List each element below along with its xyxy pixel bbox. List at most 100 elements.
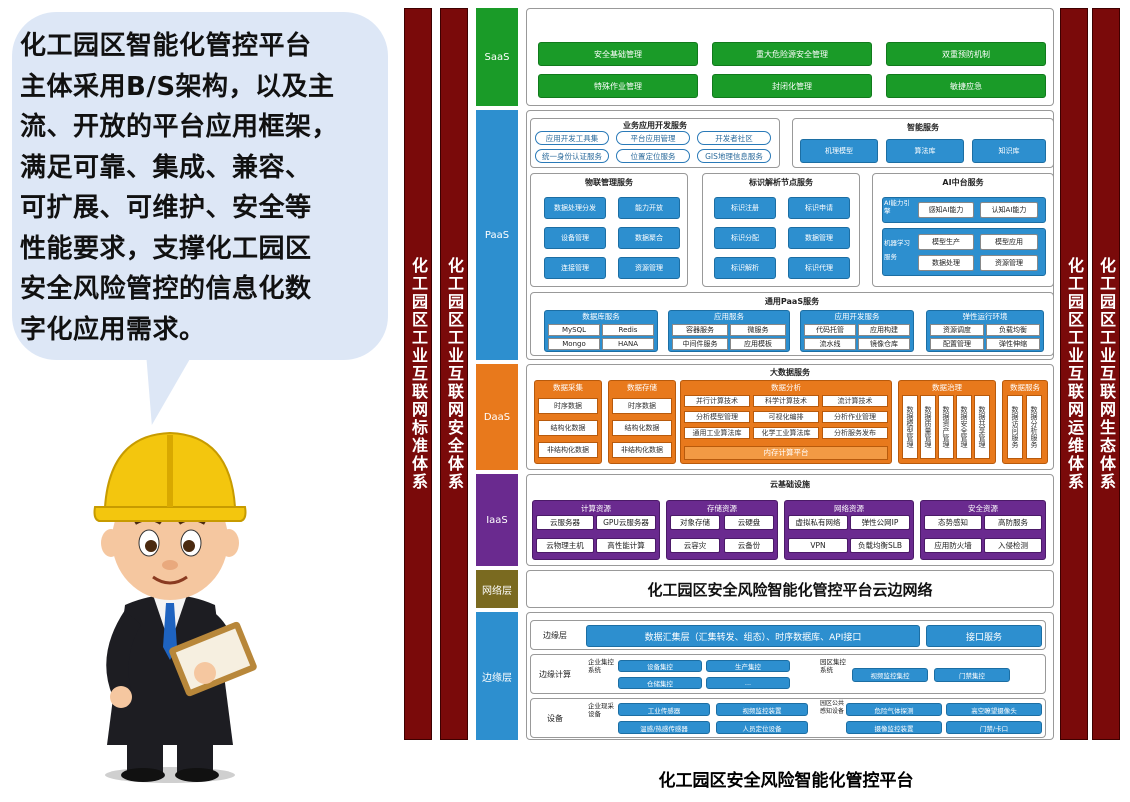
edge-park-device-item[interactable]: 摄像监控装置 [846, 721, 942, 734]
paas-biz-dev-item[interactable]: 开发者社区 [697, 131, 771, 145]
daas-service-item[interactable]: 数据分析服务 [1026, 395, 1042, 459]
daas-analysis-item[interactable]: 分析作业管理 [822, 411, 888, 423]
daas-collect-item[interactable]: 非结构化数据 [538, 442, 598, 458]
paas-elastic-item[interactable]: 资源调度 [930, 324, 984, 336]
iaas-storage-item[interactable]: 云硬盘 [724, 515, 774, 530]
daas-analysis-item[interactable]: 通用工业算法库 [684, 427, 750, 439]
saas-dual-prevention-button[interactable]: 双重预防机制 [886, 42, 1046, 66]
daas-memory-platform[interactable]: 内存计算平台 [684, 446, 888, 460]
paas-app-item[interactable]: 微服务 [730, 324, 786, 336]
saas-closed-management-button[interactable]: 封闭化管理 [712, 74, 872, 98]
daas-governance-item[interactable]: 数据共享管理 [974, 395, 990, 459]
paas-ai-item[interactable]: 数据处理 [918, 255, 974, 271]
daas-storage-item[interactable]: 非结构化数据 [612, 442, 672, 458]
edge-park-control-item[interactable]: 视频监控集控 [852, 668, 928, 682]
iaas-network-item[interactable]: 弹性公网IP [850, 515, 910, 530]
paas-identifier-item[interactable]: 标识分配 [714, 227, 776, 249]
edge-park-device-item[interactable]: 高空瞭望摄像头 [946, 703, 1042, 716]
paas-intelligent-item[interactable]: 知识库 [972, 139, 1046, 163]
iaas-security-item[interactable]: 态势感知 [924, 515, 982, 530]
daas-governance-item[interactable]: 数据模型管理 [902, 395, 918, 459]
paas-db-item[interactable]: MySQL [548, 324, 600, 336]
iaas-network-item[interactable]: 负载均衡SLB [850, 538, 910, 553]
saas-special-work-button[interactable]: 特殊作业管理 [538, 74, 698, 98]
daas-analysis-item[interactable]: 可视化编排 [753, 411, 819, 423]
daas-service-item[interactable]: 数据访问服务 [1007, 395, 1023, 459]
edge-data-hub[interactable]: 数据汇集层（汇集转发、组态）、时序数据库、API接口 [586, 625, 920, 647]
paas-iot-item[interactable]: 设备管理 [544, 227, 606, 249]
daas-collect-item[interactable]: 结构化数据 [538, 420, 598, 436]
edge-park-device-item[interactable]: 危险气体探测 [846, 703, 942, 716]
saas-major-hazard-button[interactable]: 重大危险源安全管理 [712, 42, 872, 66]
paas-identifier-item[interactable]: 标识注册 [714, 197, 776, 219]
paas-devsvc-item[interactable]: 应用构建 [858, 324, 910, 336]
daas-analysis-item[interactable]: 分析服务发布 [822, 427, 888, 439]
edge-compute-item[interactable]: 仓储集控 [618, 677, 702, 689]
iaas-security-item[interactable]: 高防服务 [984, 515, 1042, 530]
edge-compute-item[interactable]: 生产集控 [706, 660, 790, 672]
paas-db-item[interactable]: Redis [602, 324, 654, 336]
paas-iot-item[interactable]: 数据聚合 [618, 227, 680, 249]
iaas-network-item[interactable]: 虚拟私有网络 [788, 515, 848, 530]
paas-iot-item[interactable]: 连接管理 [544, 257, 606, 279]
edge-interface-service[interactable]: 接口服务 [926, 625, 1042, 647]
paas-identifier-item[interactable]: 标识代理 [788, 257, 850, 279]
paas-biz-dev-item[interactable]: 应用开发工具集 [535, 131, 609, 145]
edge-device-item[interactable]: 温感/热感传感器 [618, 721, 710, 734]
paas-ai-item[interactable]: 模型应用 [980, 234, 1038, 250]
paas-db-item[interactable]: Mongo [548, 338, 600, 350]
paas-intelligent-item[interactable]: 算法库 [886, 139, 964, 163]
paas-elastic-item[interactable]: 配置管理 [930, 338, 984, 350]
iaas-storage-item[interactable]: 云容灾 [670, 538, 720, 553]
paas-devsvc-item[interactable]: 镜像仓库 [858, 338, 910, 350]
edge-compute-item[interactable]: 设备集控 [618, 660, 702, 672]
paas-ai-item[interactable]: 资源管理 [980, 255, 1038, 271]
daas-governance-item[interactable]: 数据安全管理 [956, 395, 972, 459]
paas-iot-item[interactable]: 资源管理 [618, 257, 680, 279]
iaas-storage-item[interactable]: 云备份 [724, 538, 774, 553]
paas-iot-item[interactable]: 数据处理分发 [544, 197, 606, 219]
iaas-compute-item[interactable]: 高性能计算 [596, 538, 656, 553]
edge-device-item[interactable]: 工业传感器 [618, 703, 710, 716]
paas-biz-dev-item[interactable]: GIS地理信息服务 [697, 149, 771, 163]
daas-analysis-item[interactable]: 科学计算技术 [753, 395, 819, 407]
paas-devsvc-item[interactable]: 流水线 [804, 338, 856, 350]
edge-device-item[interactable]: 人员定位设备 [716, 721, 808, 734]
daas-analysis-item[interactable]: 流计算技术 [822, 395, 888, 407]
paas-ai-item[interactable]: 认知AI能力 [980, 202, 1038, 218]
paas-app-item[interactable]: 应用模板 [730, 338, 786, 350]
paas-identifier-item[interactable]: 标识申请 [788, 197, 850, 219]
paas-biz-dev-item[interactable]: 统一身份认证服务 [535, 149, 609, 163]
edge-park-control-item[interactable]: 门禁集控 [934, 668, 1010, 682]
iaas-security-item[interactable]: 入侵检测 [984, 538, 1042, 553]
iaas-compute-item[interactable]: GPU云服务器 [596, 515, 656, 530]
saas-safety-basic-button[interactable]: 安全基础管理 [538, 42, 698, 66]
paas-elastic-item[interactable]: 弹性伸缩 [986, 338, 1040, 350]
iaas-compute-item[interactable]: 云服务器 [536, 515, 594, 530]
paas-devsvc-item[interactable]: 代码托管 [804, 324, 856, 336]
saas-agile-emergency-button[interactable]: 敏捷应急 [886, 74, 1046, 98]
paas-iot-item[interactable]: 能力开放 [618, 197, 680, 219]
daas-analysis-item[interactable]: 化学工业算法库 [753, 427, 819, 439]
paas-db-item[interactable]: HANA [602, 338, 654, 350]
iaas-security-item[interactable]: 应用防火墙 [924, 538, 982, 553]
daas-analysis-item[interactable]: 并行计算技术 [684, 395, 750, 407]
daas-collect-item[interactable]: 时序数据 [538, 398, 598, 414]
daas-governance-item[interactable]: 数据质量管理 [920, 395, 936, 459]
edge-park-device-item[interactable]: 门禁/卡口 [946, 721, 1042, 734]
paas-elastic-item[interactable]: 负载均衡 [986, 324, 1040, 336]
paas-identifier-item[interactable]: 标识解析 [714, 257, 776, 279]
paas-app-item[interactable]: 容器服务 [672, 324, 728, 336]
edge-compute-item[interactable]: ... [706, 677, 790, 689]
edge-device-item[interactable]: 视频监控装置 [716, 703, 808, 716]
paas-biz-dev-item[interactable]: 平台应用管理 [616, 131, 690, 145]
paas-ai-item[interactable]: 模型生产 [918, 234, 974, 250]
daas-governance-item[interactable]: 数据资产管理 [938, 395, 954, 459]
paas-identifier-item[interactable]: 数据管理 [788, 227, 850, 249]
iaas-compute-item[interactable]: 云物理主机 [536, 538, 594, 553]
paas-biz-dev-item[interactable]: 位置定位服务 [616, 149, 690, 163]
daas-analysis-item[interactable]: 分析模型管理 [684, 411, 750, 423]
iaas-storage-item[interactable]: 对象存储 [670, 515, 720, 530]
paas-intelligent-item[interactable]: 机理模型 [800, 139, 878, 163]
paas-app-item[interactable]: 中间件服务 [672, 338, 728, 350]
